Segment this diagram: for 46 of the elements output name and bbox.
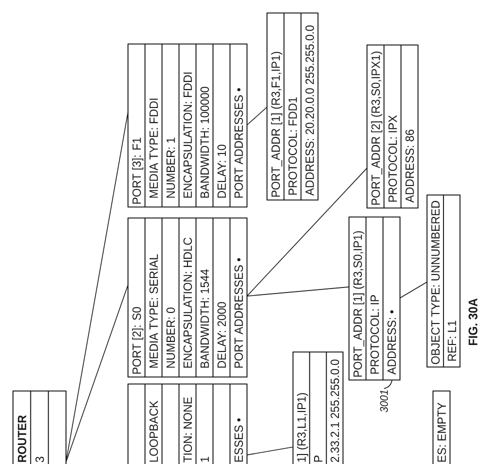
record-field: 2.33.2.1 255.255.0.0 xyxy=(326,352,344,464)
record-field: ES: EMPTY xyxy=(437,402,446,462)
record-field: DELAY: 10 xyxy=(212,44,230,208)
figure-caption: FIG. 30A xyxy=(468,298,478,346)
record-field: 3 xyxy=(30,390,49,464)
connector-line xyxy=(246,286,350,296)
record-field: PORT ADDRESSES • xyxy=(230,44,248,208)
record-field: 1] (R3,L1,IP1) xyxy=(292,352,310,464)
record-field: NUMBER: 0 xyxy=(162,218,180,378)
record-field: MEDIA TYPE: FDDI xyxy=(144,44,162,208)
record-field: PROTOCOL: IPX xyxy=(384,44,402,208)
connector-line xyxy=(400,282,428,298)
record-field: NUMBER: 1 xyxy=(162,44,180,208)
leader-line xyxy=(384,380,392,389)
record-field: PORT_ADDR [1] (R3,F1,IP1) xyxy=(266,12,284,200)
record-field: PROTOCOL: IP xyxy=(366,216,384,380)
record-field: BANDWIDTH: 1544 xyxy=(196,218,214,378)
record-field: PORT [3]: F1 xyxy=(128,44,146,208)
connector-line xyxy=(246,106,268,126)
record-field: ADDRESS: • xyxy=(382,216,400,380)
record-field: PROTOCOL: FDD1 xyxy=(284,12,302,200)
record-field: REF: L1 xyxy=(443,194,460,368)
connector-line xyxy=(246,168,368,296)
record-field: PORT_ADDR [2] (R3,S0,IPX1) xyxy=(366,44,384,208)
record-field: PORT [2]: S0 xyxy=(128,218,146,378)
connector-line xyxy=(66,284,128,462)
reference-numeral: 3001 xyxy=(380,390,388,412)
record-field: ESSES • xyxy=(230,384,248,464)
record-field: MEDIA TYPE: SERIAL xyxy=(144,218,162,378)
record-field: ROUTER xyxy=(12,390,32,464)
record-box xyxy=(432,390,450,464)
record-field: ENCAPSULATION: FDDI xyxy=(178,44,196,208)
record-field: LOOPBACK xyxy=(144,384,162,464)
connector-line xyxy=(246,446,294,456)
record-field: ADDRESS: 86 xyxy=(400,44,418,208)
record-field: TION: NONE xyxy=(178,384,196,464)
record-field: OBJECT TYPE: UNNUMBERED xyxy=(426,194,444,368)
record-field: ENCAPSULATION: HDLC xyxy=(178,218,196,378)
record-field: PORT ADDRESSES • xyxy=(230,218,248,378)
record-field: PORT_ADDR [1] (R3,S0,IP1) xyxy=(348,216,366,380)
record-field: BANDWIDTH: 100000 xyxy=(196,44,214,208)
record-field: P xyxy=(309,352,327,464)
record-field: DELAY: 2000 xyxy=(212,218,230,378)
record-field: 1 xyxy=(196,384,214,464)
connector-line xyxy=(66,112,128,462)
record-field: ADDRESS: 20.20.0.0 255.255.0.0 xyxy=(300,12,318,200)
